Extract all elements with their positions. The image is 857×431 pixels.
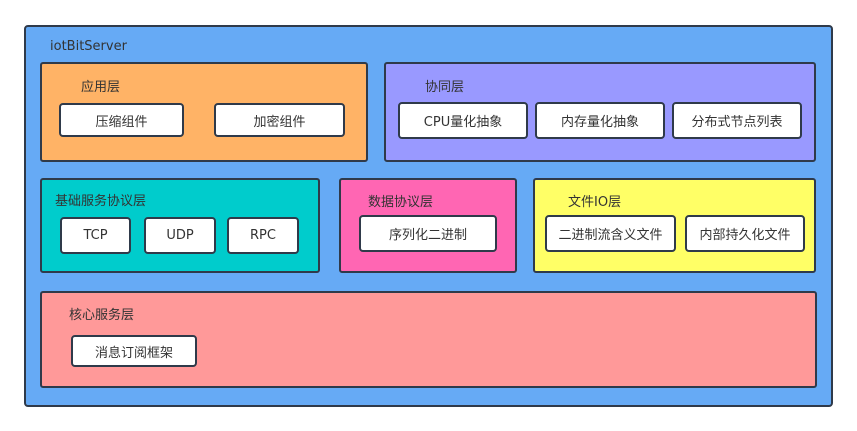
distributed-node-list-box: 分布式节点列表 <box>672 102 802 139</box>
diagram-title: iotBitServer <box>50 39 127 54</box>
cpu-quantization-box: CPU量化抽象 <box>398 102 528 139</box>
rpc-box: RPC <box>227 217 299 254</box>
encryption-component-box: 加密组件 <box>214 103 345 137</box>
core-service-layer-title: 核心服务层 <box>69 308 135 323</box>
udp-box: UDP <box>144 217 216 254</box>
tcp-box: TCP <box>60 217 131 254</box>
collaboration-layer-title: 协同层 <box>425 80 465 95</box>
application-layer-title: 应用层 <box>81 80 121 95</box>
message-subscription-framework-box: 消息订阅框架 <box>71 335 197 367</box>
memory-quantization-box: 内存量化抽象 <box>535 102 665 139</box>
compression-component-box: 压缩组件 <box>59 103 184 137</box>
data-protocol-layer-title: 数据协议层 <box>368 195 434 210</box>
serialization-binary-box: 序列化二进制 <box>359 215 497 252</box>
basic-service-protocol-layer-title: 基础服务协议层 <box>55 194 147 209</box>
internal-persistent-file-box: 内部持久化文件 <box>685 215 805 252</box>
binary-stream-meaning-file-box: 二进制流含义文件 <box>545 215 676 252</box>
file-io-layer-title: 文件IO层 <box>568 195 622 210</box>
